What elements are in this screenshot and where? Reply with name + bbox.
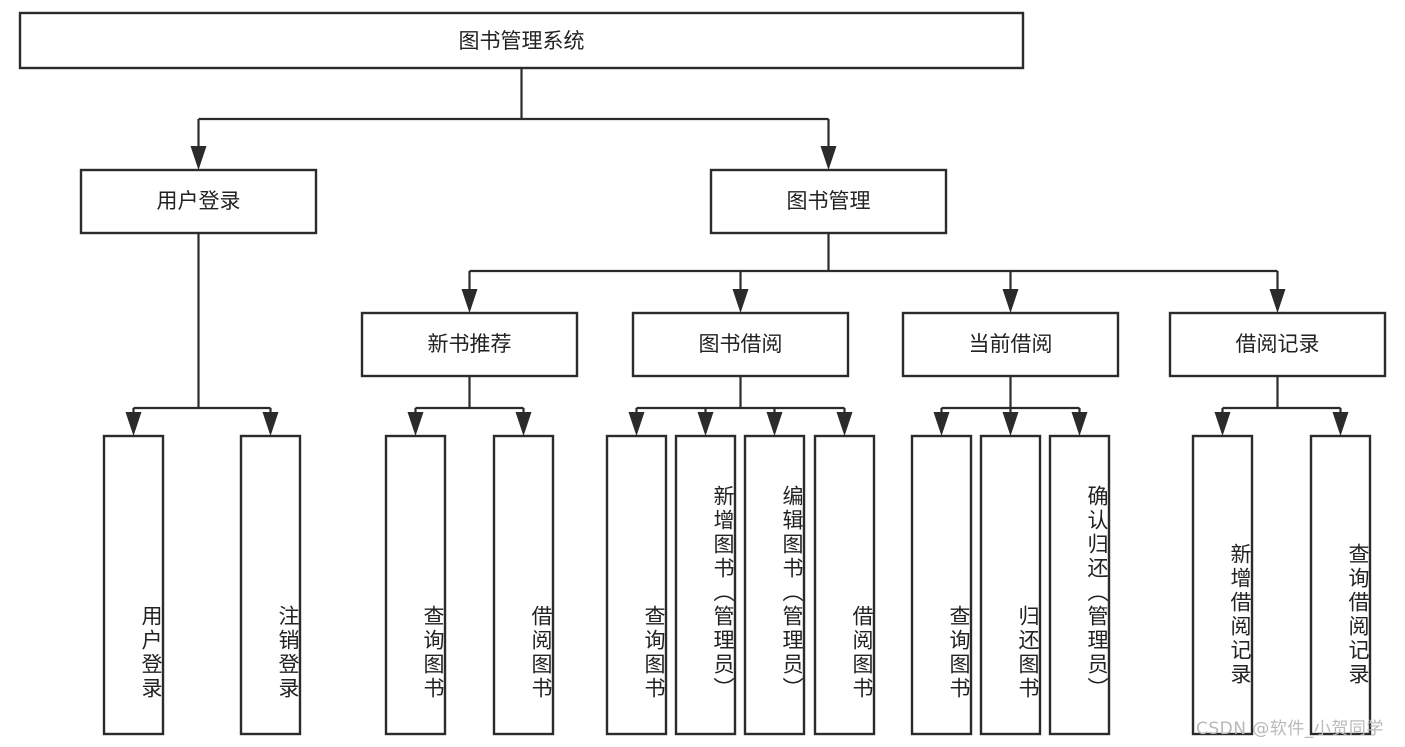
connector-group-book-borrow bbox=[628, 376, 853, 436]
arrow-head-leaf-user-login bbox=[125, 412, 142, 436]
arrow-head-cb-leaf-1 bbox=[933, 412, 950, 436]
arrow-head-book-manage bbox=[820, 146, 837, 170]
node-book-borrow[interactable]: 图书借阅 bbox=[631, 311, 850, 378]
arrow-head-br-leaf-2 bbox=[1332, 412, 1349, 436]
node-book-management-box[interactable] bbox=[709, 168, 948, 235]
node-root-label: 图书管理系统 bbox=[459, 29, 585, 53]
arrow-head-user-login bbox=[190, 146, 207, 170]
node-new-book-recommend-label: 新书推荐 bbox=[428, 332, 512, 356]
node-user-login[interactable]: 用户登录 bbox=[79, 168, 318, 235]
csdn-watermark: CSDN @软件_小贺同学 bbox=[1196, 719, 1384, 739]
node-book-borrow-label: 图书借阅 bbox=[699, 332, 783, 356]
leaf-box-query-book-bb[interactable] bbox=[605, 434, 668, 736]
node-user-login-label: 用户登录 bbox=[157, 189, 241, 213]
connector-group-root bbox=[190, 68, 837, 170]
arrow-head-bb-leaf-2 bbox=[697, 412, 714, 436]
node-current-borrow-label: 当前借阅 bbox=[969, 332, 1053, 356]
node-root-book-management-system[interactable]: 图书管理系统 bbox=[18, 11, 1025, 70]
arrow-head-current-borrow bbox=[1002, 289, 1019, 313]
node-root-box[interactable] bbox=[18, 11, 1025, 70]
leaf-box-confirm-return-admin[interactable] bbox=[1048, 434, 1111, 736]
leaf-box-borrow-book-nb[interactable] bbox=[492, 434, 555, 736]
node-new-book-recommend[interactable]: 新书推荐 bbox=[360, 311, 579, 378]
connector-group-current-borrow bbox=[933, 376, 1088, 436]
leaf-box-user-login[interactable] bbox=[102, 434, 165, 736]
node-user-login-box[interactable] bbox=[79, 168, 318, 235]
arrow-head-nb-leaf-2 bbox=[515, 412, 532, 436]
leaf-box-query-book-nb[interactable] bbox=[384, 434, 447, 736]
node-borrow-record[interactable]: 借阅记录 bbox=[1168, 311, 1387, 378]
connector-group-borrow-record bbox=[1214, 376, 1349, 436]
connector-group-new-book bbox=[407, 376, 532, 436]
arrow-head-br-leaf-1 bbox=[1214, 412, 1231, 436]
arrow-head-new-book bbox=[461, 289, 478, 313]
leaf-box-logout[interactable] bbox=[239, 434, 302, 736]
leaf-box-add-borrow-record[interactable] bbox=[1191, 434, 1254, 736]
leaf-box-return-book[interactable] bbox=[979, 434, 1042, 736]
arrow-head-book-borrow bbox=[732, 289, 749, 313]
node-current-borrow[interactable]: 当前借阅 bbox=[901, 311, 1120, 378]
node-book-management-label: 图书管理 bbox=[787, 189, 871, 213]
leaf-box-edit-book-admin[interactable] bbox=[743, 434, 806, 736]
leaf-box-borrow-book-bb[interactable] bbox=[813, 434, 876, 736]
node-borrow-record-label: 借阅记录 bbox=[1236, 332, 1320, 356]
arrow-head-leaf-logout bbox=[262, 412, 279, 436]
node-borrow-record-box[interactable] bbox=[1168, 311, 1387, 378]
node-book-borrow-box[interactable] bbox=[631, 311, 850, 378]
leaf-box-add-book-admin[interactable] bbox=[674, 434, 737, 736]
node-new-book-recommend-box[interactable] bbox=[360, 311, 579, 378]
connector-group-book-manage bbox=[461, 233, 1286, 313]
arrow-head-bb-leaf-1 bbox=[628, 412, 645, 436]
arrow-head-borrow-record bbox=[1269, 289, 1286, 313]
arrow-head-bb-leaf-4 bbox=[836, 412, 853, 436]
leaf-box-query-borrow-record[interactable] bbox=[1309, 434, 1372, 736]
arrow-head-bb-leaf-3 bbox=[766, 412, 783, 436]
leaf-box-query-book-cb[interactable] bbox=[910, 434, 973, 736]
node-book-management[interactable]: 图书管理 bbox=[709, 168, 948, 235]
node-current-borrow-box[interactable] bbox=[901, 311, 1120, 378]
connector-group-user-login bbox=[125, 233, 279, 436]
arrow-head-cb-leaf-2 bbox=[1002, 412, 1019, 436]
arrow-head-cb-leaf-3 bbox=[1071, 412, 1088, 436]
arrow-head-nb-leaf-1 bbox=[407, 412, 424, 436]
